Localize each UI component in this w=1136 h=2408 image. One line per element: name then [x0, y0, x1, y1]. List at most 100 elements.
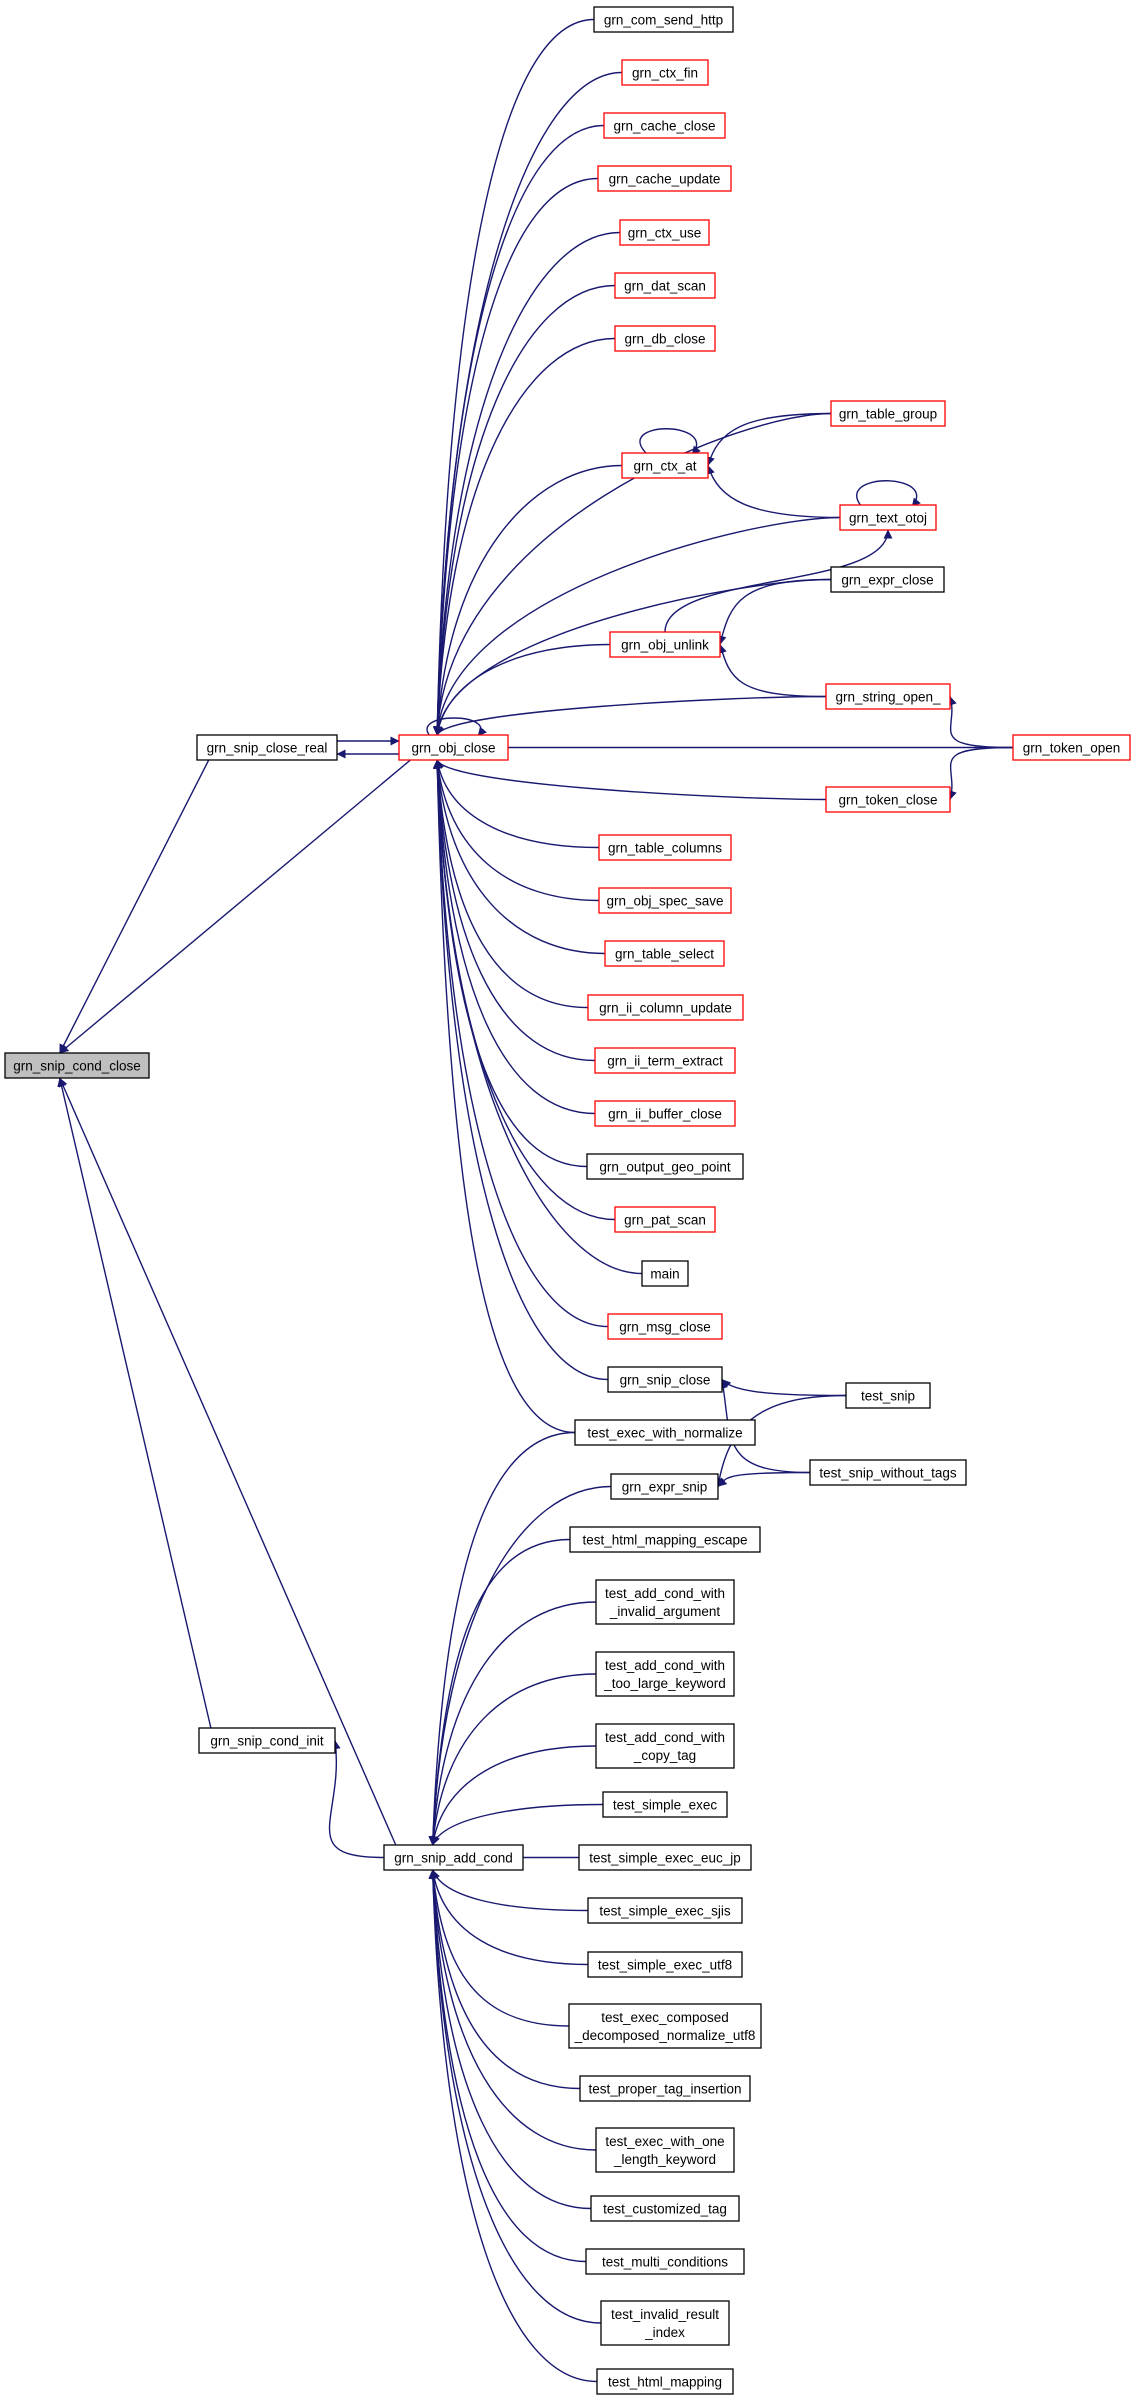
node-grn_ctx_use[interactable]: grn_ctx_use [619, 219, 710, 246]
node-grn_com_send_http[interactable]: grn_com_send_http [593, 6, 734, 33]
node-test_html_mapping[interactable]: test_html_mapping [596, 2368, 734, 2395]
edge-test_exec_with_normalize-to-grn_snip_add_cond [428, 1431, 576, 1846]
node-grn_snip_close[interactable]: grn_snip_close [607, 1366, 723, 1393]
node-grn_table_select[interactable]: grn_table_select [604, 940, 725, 967]
node-test_invalid_result_index[interactable]: test_invalid_result_index [600, 2300, 730, 2346]
node-label: grn_output_geo_point [599, 1160, 731, 1175]
node-label: grn_db_close [624, 332, 705, 347]
edge-grn_expr_close-to-grn_obj_unlink [717, 578, 832, 645]
node-grn_output_geo_point[interactable]: grn_output_geo_point [586, 1153, 744, 1180]
node-test_exec_composed_decomposed_normalize_utf8[interactable]: test_exec_composed _decomposed_normalize_… [568, 2003, 762, 2049]
node-test_simple_exec[interactable]: test_simple_exec [602, 1791, 728, 1818]
node-label: grn_snip_close_real [207, 741, 328, 756]
node-label: grn_dat_scan [624, 279, 706, 294]
edge-grn_snip_add_cond-to-grn_snip_cond_init [328, 1740, 385, 1859]
edge-grn_snip_close_real-to-grn_snip_cond_close [59, 759, 210, 1054]
node-grn_text_otoj[interactable]: grn_text_otoj [839, 504, 937, 531]
node-grn_snip_cond_init[interactable]: grn_snip_cond_init [198, 1727, 336, 1754]
node-test_simple_exec_sjis[interactable]: test_simple_exec_sjis [587, 1897, 743, 1924]
node-test_add_cond_with_invalid_argument[interactable]: test_add_cond_with_invalid_argument [595, 1579, 735, 1625]
node-grn_string_open_[interactable]: grn_string_open_ [825, 683, 951, 710]
node-grn_ctx_fin[interactable]: grn_ctx_fin [621, 59, 709, 86]
node-test_add_cond_with_too_large_keyword[interactable]: test_add_cond_with_too_large_keyword [595, 1651, 735, 1697]
node-label: grn_ii_term_extract [607, 1054, 723, 1069]
node-test_proper_tag_insertion[interactable]: test_proper_tag_insertion [579, 2075, 751, 2102]
node-label: test_add_cond_with [605, 1730, 725, 1745]
node-grn_obj_unlink[interactable]: grn_obj_unlink [609, 631, 721, 658]
node-box [600, 2300, 730, 2346]
node-grn_ctx_at[interactable]: grn_ctx_at [621, 452, 709, 479]
node-label: grn_snip_cond_init [210, 1734, 324, 1749]
edge-test_simple_exec_sjis-to-grn_snip_add_cond [431, 1869, 589, 1912]
edge-grn_obj_unlink-to-grn_text_otoj [664, 529, 893, 633]
edge-main-to-grn_obj_close [432, 759, 643, 1275]
node-box [598, 834, 732, 861]
node-test_multi_conditions[interactable]: test_multi_conditions [585, 2248, 745, 2275]
node-grn_snip_add_cond[interactable]: grn_snip_add_cond [383, 1844, 524, 1871]
node-label: _decomposed_normalize_utf8 [574, 2028, 756, 2043]
node-grn_snip_cond_close[interactable]: grn_snip_cond_close [4, 1052, 150, 1079]
node-grn_table_group[interactable]: grn_table_group [830, 400, 946, 427]
node-box [587, 1951, 743, 1978]
edge-test_snip_without_tags-to-grn_snip_close [718, 1379, 811, 1474]
node-box [568, 2003, 762, 2049]
node-box [579, 2075, 751, 2102]
node-box [383, 1844, 524, 1871]
node-box [610, 1473, 719, 1500]
node-box [604, 940, 725, 967]
node-label: grn_table_group [839, 407, 937, 422]
node-label: test_simple_exec [613, 1798, 718, 1813]
node-grn_snip_close_real[interactable]: grn_snip_close_real [196, 734, 338, 761]
node-grn_cache_update[interactable]: grn_cache_update [597, 165, 732, 192]
node-grn_token_close[interactable]: grn_token_close [825, 786, 951, 813]
node-grn_obj_close[interactable]: grn_obj_close [398, 734, 509, 761]
node-box [590, 2195, 740, 2222]
node-label: grn_ctx_at [633, 459, 696, 474]
node-label: test_html_mapping [608, 2375, 722, 2390]
node-label: grn_snip_close [620, 1373, 711, 1388]
node-test_simple_exec_euc_jp[interactable]: test_simple_exec_euc_jp [578, 1844, 752, 1871]
node-test_snip[interactable]: test_snip [845, 1382, 931, 1409]
node-grn_table_columns[interactable]: grn_table_columns [598, 834, 732, 861]
node-grn_ii_term_extract[interactable]: grn_ii_term_extract [594, 1047, 736, 1074]
node-grn_db_close[interactable]: grn_db_close [614, 325, 716, 352]
node-test_exec_with_normalize[interactable]: test_exec_with_normalize [574, 1419, 756, 1446]
node-label: test_add_cond_with [605, 1658, 725, 1673]
node-grn_ii_column_update[interactable]: grn_ii_column_update [587, 994, 744, 1021]
node-grn_pat_scan[interactable]: grn_pat_scan [614, 1206, 716, 1233]
node-grn_ii_buffer_close[interactable]: grn_ii_buffer_close [594, 1100, 736, 1127]
node-grn_obj_spec_save[interactable]: grn_obj_spec_save [598, 887, 732, 914]
node-label: test_simple_exec_euc_jp [589, 1851, 741, 1866]
edge-grn_table_columns-to-grn_obj_close [434, 759, 600, 849]
node-grn_expr_snip[interactable]: grn_expr_snip [610, 1473, 719, 1500]
node-box [585, 2248, 745, 2275]
node-test_snip_without_tags[interactable]: test_snip_without_tags [809, 1459, 967, 1486]
node-label: grn_expr_snip [622, 1480, 708, 1495]
node-box [602, 1791, 728, 1818]
node-box [603, 112, 726, 139]
node-test_html_mapping_escape[interactable]: test_html_mapping_escape [569, 1526, 761, 1553]
node-label: test_customized_tag [603, 2202, 727, 2217]
edge-grn_table_group-to-grn_ctx_at [706, 412, 832, 466]
node-label: test_proper_tag_insertion [588, 2082, 741, 2097]
node-label: test_add_cond_with [605, 1586, 725, 1601]
node-grn_expr_close[interactable]: grn_expr_close [830, 566, 945, 593]
node-test_add_cond_with_copy_tag[interactable]: test_add_cond_with_copy_tag [595, 1723, 735, 1769]
edge-grn_ii_buffer_close-to-grn_obj_close [433, 759, 596, 1115]
node-label: test_multi_conditions [602, 2255, 728, 2270]
node-box [598, 887, 732, 914]
node-label: test_exec_composed [601, 2010, 729, 2025]
node-test_exec_with_one_length_keyword[interactable]: test_exec_with_one_length_keyword [595, 2127, 735, 2173]
node-grn_msg_close[interactable]: grn_msg_close [607, 1313, 723, 1340]
node-grn_token_open[interactable]: grn_token_open [1012, 734, 1131, 761]
edge-test_simple_exec-to-grn_snip_add_cond [431, 1803, 604, 1846]
node-label: grn_msg_close [619, 1320, 711, 1335]
node-test_simple_exec_utf8[interactable]: test_simple_exec_utf8 [587, 1951, 743, 1978]
edge-grn_snip_close-to-grn_obj_close [432, 759, 609, 1381]
node-main[interactable]: main [641, 1260, 689, 1287]
node-label: test_snip [861, 1389, 915, 1404]
node-grn_dat_scan[interactable]: grn_dat_scan [614, 272, 716, 299]
node-test_customized_tag[interactable]: test_customized_tag [590, 2195, 740, 2222]
edge-grn_string_open_-to-grn_obj_close [436, 695, 827, 736]
node-grn_cache_close[interactable]: grn_cache_close [603, 112, 726, 139]
